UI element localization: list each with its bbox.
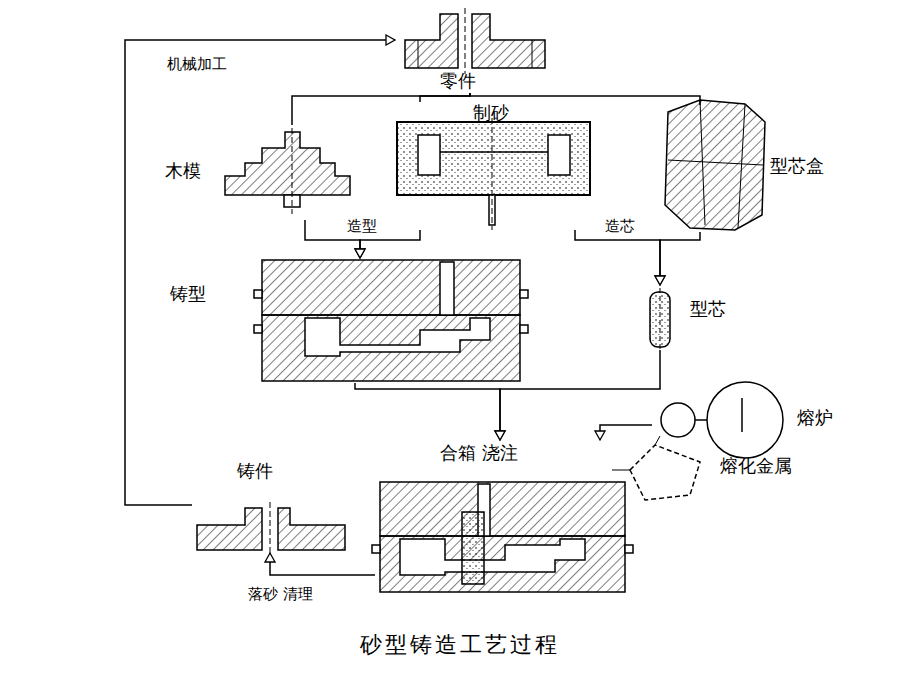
- pattern-illustration: 木模: [160, 125, 355, 220]
- casting: 铸件: [192, 458, 350, 553]
- edge-label: 机械加工: [165, 55, 229, 73]
- core: 型芯: [645, 285, 745, 350]
- connector: [660, 232, 700, 285]
- annotation: 熔化金属: [720, 455, 792, 477]
- node-label: 合箱 浇注: [440, 442, 518, 464]
- node-label: 型芯: [690, 298, 726, 320]
- assembled-mould: 合箱 浇注: [375, 440, 625, 595]
- node-label: 铸件: [237, 460, 273, 482]
- connector: [420, 93, 470, 102]
- sand-box: 制砂: [395, 102, 595, 230]
- caption: 砂型铸造工艺过程: [0, 630, 920, 660]
- node-label: 木模: [165, 160, 201, 182]
- furnace: 熔炉: [652, 395, 852, 455]
- edge-label: 造型: [345, 217, 379, 235]
- connector: [355, 383, 500, 440]
- connector: [600, 425, 652, 440]
- connector: [270, 553, 375, 575]
- edge-label: 落砂 清理: [246, 585, 315, 603]
- connector: [125, 40, 395, 505]
- connector: [292, 93, 470, 125]
- node-label: 制砂: [473, 102, 509, 124]
- edge-label: 造芯: [603, 217, 637, 235]
- mould: 铸型: [165, 258, 525, 383]
- core-box: 型芯盒: [660, 105, 855, 232]
- node-label: 零件: [440, 70, 476, 92]
- connector: [500, 350, 660, 440]
- node-label: 铸型: [170, 283, 206, 305]
- part-illustration: 零件: [395, 8, 550, 93]
- connector: [575, 230, 660, 285]
- node-label: 型芯盒: [770, 155, 824, 177]
- node-label: 熔炉: [797, 407, 833, 429]
